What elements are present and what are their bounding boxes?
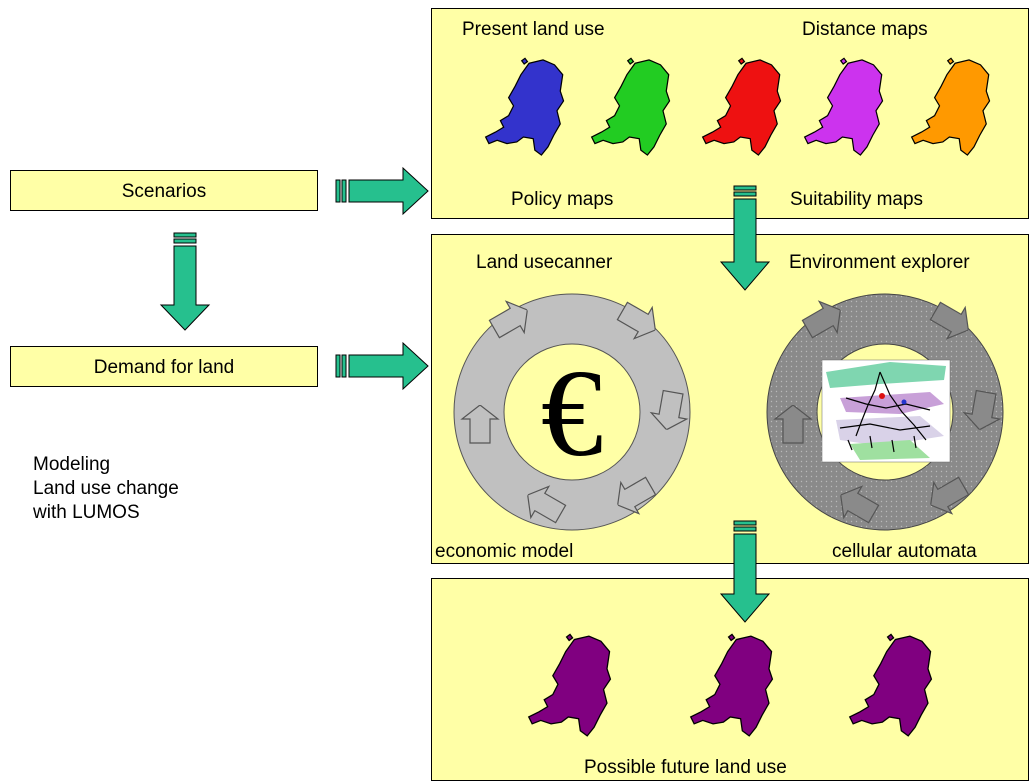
arrow-scenarios-to-demand (159, 232, 211, 331)
cellular-automata-cycle (766, 293, 1005, 531)
arrow-models-to-output (719, 520, 771, 623)
environment-explorer-label: Environment explorer (789, 252, 970, 273)
future-land-use-map-1 (527, 633, 612, 737)
present-land-use-label: Present land use (462, 19, 605, 40)
policy-map (590, 57, 671, 156)
arrow-inputs-to-models (719, 185, 771, 291)
future-land-use-map-2 (689, 633, 774, 737)
caption-line-1: Modeling (33, 454, 111, 475)
cellular-automata-image (821, 359, 951, 463)
land-usecanner-label: Land usecanner (476, 252, 613, 273)
suitability-map (910, 57, 991, 156)
demand-label: Demand for land (93, 357, 235, 378)
caption-line-3: with LUMOS (33, 502, 140, 523)
distance-maps-label: Distance maps (802, 19, 928, 40)
economic-model-label: economic model (435, 541, 574, 562)
policy-maps-label: Policy maps (511, 189, 614, 210)
cellular-automata-label: cellular automata (832, 541, 977, 562)
scenarios-box: Scenarios (10, 170, 318, 211)
demand-box: Demand for land (10, 346, 318, 387)
output-panel-title: Possible future land use (584, 757, 787, 778)
scenarios-label: Scenarios (121, 181, 207, 202)
euro-symbol: € (541, 345, 604, 483)
future-land-use-map-3 (848, 633, 933, 737)
diagram-caption: Modeling Land use change with LUMOS (33, 453, 179, 525)
arrow-scenarios-to-inputs (335, 166, 429, 216)
distance-map-red (701, 57, 782, 156)
caption-line-2: Land use change (33, 478, 179, 499)
arrow-demand-to-models (335, 341, 429, 391)
suitability-maps-label: Suitability maps (790, 189, 924, 210)
economic-model-cycle: € (453, 293, 692, 531)
distance-map-magenta (803, 57, 884, 156)
present-land-use-map (484, 57, 565, 156)
